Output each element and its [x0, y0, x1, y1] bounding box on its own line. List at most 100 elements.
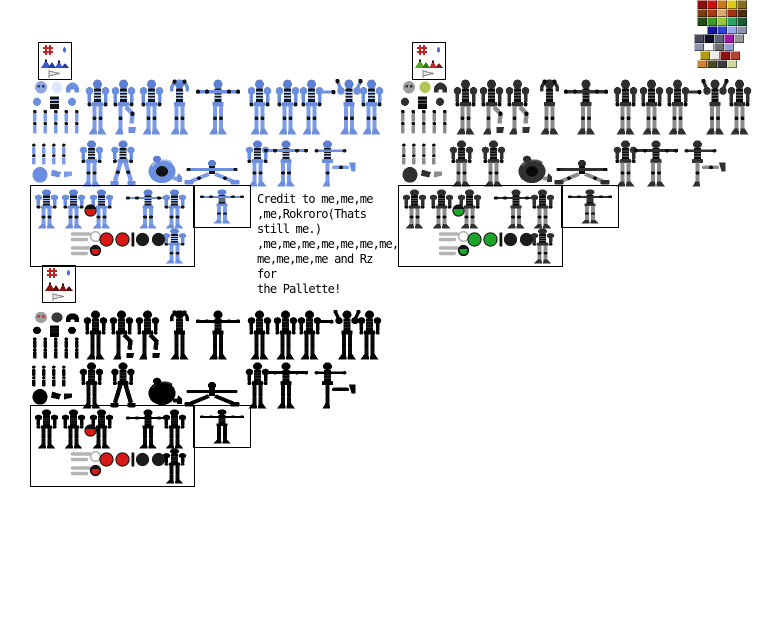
- palette-swatch: [707, 17, 717, 26]
- tool-sprite: [70, 244, 104, 257]
- palette-swatch: [730, 51, 740, 60]
- sprite-tpose: [196, 79, 240, 135]
- sprite-walk: [478, 79, 508, 135]
- sprite-stand: [612, 79, 639, 135]
- palette-swatch: [720, 51, 730, 60]
- tool-sprite: [438, 244, 472, 257]
- sprite-stand: [244, 362, 271, 409]
- sprite-walk: [504, 79, 534, 135]
- sprite-tpose: [264, 140, 308, 187]
- sprite-armsup: [536, 79, 563, 135]
- sprite-stand: [161, 189, 188, 229]
- sprite-point: [296, 310, 334, 360]
- sprite-tpose: [634, 140, 678, 187]
- palette-swatch: [710, 51, 720, 60]
- sprite-armsV: [700, 79, 730, 135]
- sprite-stand: [358, 79, 385, 135]
- palette-swatch: [724, 34, 734, 43]
- sprite-wide: [108, 362, 138, 409]
- sprite-tpose: [126, 409, 170, 449]
- sprite-stand: [272, 310, 299, 360]
- palette-swatch: [737, 17, 747, 26]
- sprite-wide: [108, 140, 138, 187]
- sprite-tpose: [494, 189, 538, 229]
- sprite-walk: [134, 310, 164, 360]
- selection-box-a: [398, 185, 563, 267]
- sprite-stand: [246, 79, 273, 135]
- palette-swatch: [704, 42, 714, 51]
- sprite-stand: [448, 140, 475, 187]
- sprite-stand: [638, 79, 665, 135]
- palette-swatch: [717, 59, 727, 68]
- selection-box-b: [193, 405, 251, 448]
- credit-note: Credit to me,me,me ,me,Rokroro(Thats sti…: [257, 192, 399, 296]
- palette-swatch: [717, 8, 727, 17]
- disc-row: [99, 232, 167, 247]
- sprite-kick: [314, 362, 360, 409]
- sprite-stand: [529, 189, 556, 229]
- sprite-kick: [314, 140, 360, 187]
- sprite-parts2: [28, 362, 80, 409]
- sprite-stand: [60, 409, 87, 449]
- sprite-stand: [246, 310, 273, 360]
- sprite-parts: [396, 79, 454, 135]
- sprite-stand: [529, 228, 556, 264]
- sprite-parts2: [398, 140, 450, 187]
- sprite-splits: [184, 140, 240, 187]
- palette-swatch: [694, 42, 704, 51]
- sprite-stand: [480, 140, 507, 187]
- palette-swatch: [707, 8, 717, 17]
- selection-box-a: [30, 185, 195, 267]
- held-disc: [84, 424, 97, 437]
- palette-swatch: [697, 17, 707, 26]
- tool-sprite: [70, 230, 104, 243]
- palette-swatch: [707, 25, 717, 34]
- pack-emblem: [38, 42, 72, 84]
- sprite-stand: [726, 79, 753, 135]
- sprite-tpose: [200, 409, 244, 444]
- held-disc: [84, 204, 97, 217]
- sprite-armsV: [332, 310, 362, 360]
- palette-swatch: [727, 25, 737, 34]
- sprite-stand: [612, 140, 639, 187]
- sprite-roll: [148, 362, 182, 409]
- sprite-stand: [138, 79, 165, 135]
- sprite-tpose: [264, 362, 308, 409]
- selection-box-b: [193, 185, 251, 228]
- sprite-parts: [28, 310, 86, 360]
- sprite-stand: [452, 79, 479, 135]
- palette-swatch: [700, 51, 710, 60]
- sprite-parts: [28, 79, 86, 135]
- sprite-stand: [78, 140, 105, 187]
- palette-swatch: [717, 25, 727, 34]
- palette-swatch: [694, 34, 704, 43]
- tool-sprite: [438, 230, 472, 243]
- palette-swatch: [737, 8, 747, 17]
- sprite-tpose: [126, 189, 170, 229]
- sprite-parts2: [28, 140, 80, 187]
- sprite-stand: [356, 310, 383, 360]
- sprite-tpose: [200, 189, 244, 224]
- sprite-tpose: [196, 310, 240, 360]
- sprite-armsup: [166, 79, 193, 135]
- selection-box-a: [30, 405, 195, 487]
- sprite-armsup: [166, 310, 193, 360]
- palette-swatch: [714, 34, 724, 43]
- sprite-tpose: [564, 79, 608, 135]
- tool-sprite: [70, 464, 104, 477]
- sprite-stand: [88, 189, 115, 229]
- sprite-stand: [161, 448, 188, 484]
- palette-swatch: [707, 0, 717, 9]
- palette-swatch: [697, 59, 707, 68]
- sprite-kick: [684, 140, 730, 187]
- palette-swatch: [737, 25, 747, 34]
- sprite-walk: [110, 79, 140, 135]
- sprite-stand: [244, 140, 271, 187]
- pack-emblem: [42, 265, 76, 307]
- held-disc: [452, 204, 465, 217]
- palette-swatch: [724, 42, 734, 51]
- sprite-stand: [84, 79, 111, 135]
- sprite-stand: [88, 409, 115, 449]
- pack-emblem: [412, 42, 446, 84]
